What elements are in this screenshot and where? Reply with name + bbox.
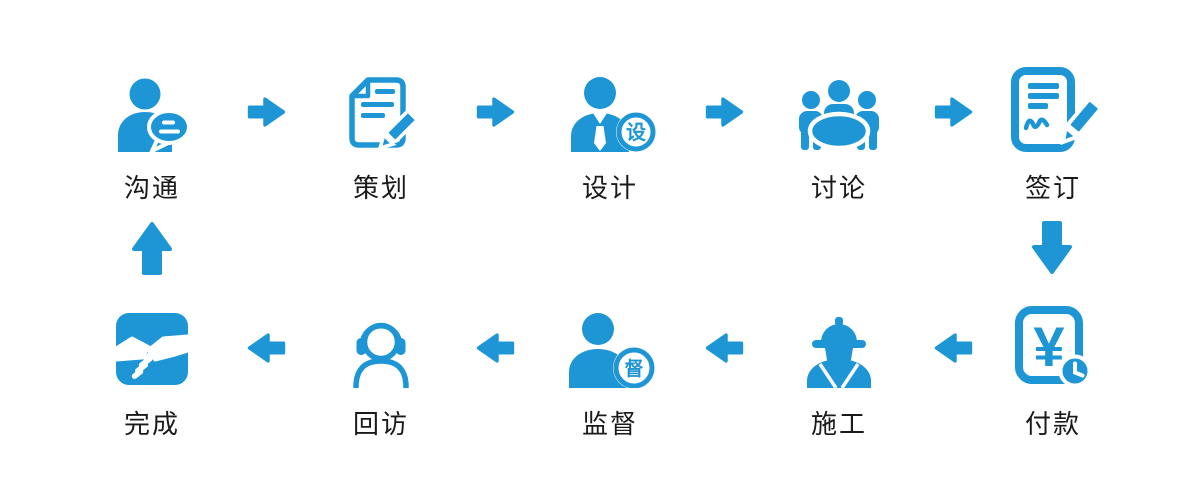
arrow-left-icon bbox=[247, 296, 286, 388]
step-design: 设 设计 bbox=[515, 60, 705, 205]
step-label-discussion: 讨论 bbox=[810, 173, 867, 203]
step-supervision: 督 监督 bbox=[515, 296, 705, 441]
step-payment: ¥ 付款 bbox=[973, 296, 1133, 441]
step-label-signing: 签订 bbox=[1024, 173, 1081, 203]
step-label-supervision: 监督 bbox=[581, 409, 638, 439]
document-pen-icon bbox=[346, 60, 416, 152]
person-chat-icon bbox=[113, 60, 191, 152]
step-construction: 施工 bbox=[744, 296, 934, 441]
step-communication: 沟通 bbox=[57, 60, 247, 205]
step-label-follow-up: 回访 bbox=[352, 409, 409, 439]
step-label-planning: 策划 bbox=[352, 173, 409, 203]
arrow-down-icon bbox=[1030, 220, 1074, 281]
arrow-right-icon bbox=[934, 60, 973, 152]
arrow-up-icon bbox=[130, 220, 174, 281]
step-follow-up: 回访 bbox=[286, 296, 476, 441]
payment-clock-icon: ¥ bbox=[1013, 296, 1093, 388]
construction-worker-icon bbox=[795, 296, 883, 388]
handshake-icon bbox=[113, 296, 191, 388]
arrow-left-icon bbox=[705, 296, 744, 388]
step-label-design: 设计 bbox=[581, 173, 638, 203]
arrow-right-icon bbox=[476, 60, 515, 152]
workflow-bottom-row: 完成 回访 bbox=[57, 296, 1133, 441]
headset-person-icon bbox=[344, 296, 418, 388]
supervisor-badge-icon: 督 bbox=[562, 296, 658, 388]
step-discussion: 讨论 bbox=[744, 60, 934, 205]
arrow-left-icon bbox=[934, 296, 973, 388]
contract-sign-icon bbox=[1005, 60, 1101, 152]
step-signing: 签订 bbox=[973, 60, 1133, 205]
arrow-right-icon bbox=[247, 60, 286, 152]
designer-badge-icon: 设 bbox=[562, 60, 658, 152]
meeting-icon bbox=[793, 60, 885, 152]
step-label-communication: 沟通 bbox=[123, 173, 180, 203]
step-planning: 策划 bbox=[286, 60, 476, 205]
arrow-right-icon bbox=[705, 60, 744, 152]
step-label-completion: 完成 bbox=[123, 409, 180, 439]
design-badge-text: 设 bbox=[626, 121, 646, 144]
step-label-payment: 付款 bbox=[1024, 409, 1081, 439]
supervise-badge-text: 督 bbox=[624, 357, 643, 380]
workflow-top-row: 沟通 策划 bbox=[57, 60, 1133, 205]
step-label-construction: 施工 bbox=[810, 409, 867, 439]
step-completion: 完成 bbox=[57, 296, 247, 441]
arrow-left-icon bbox=[476, 296, 515, 388]
